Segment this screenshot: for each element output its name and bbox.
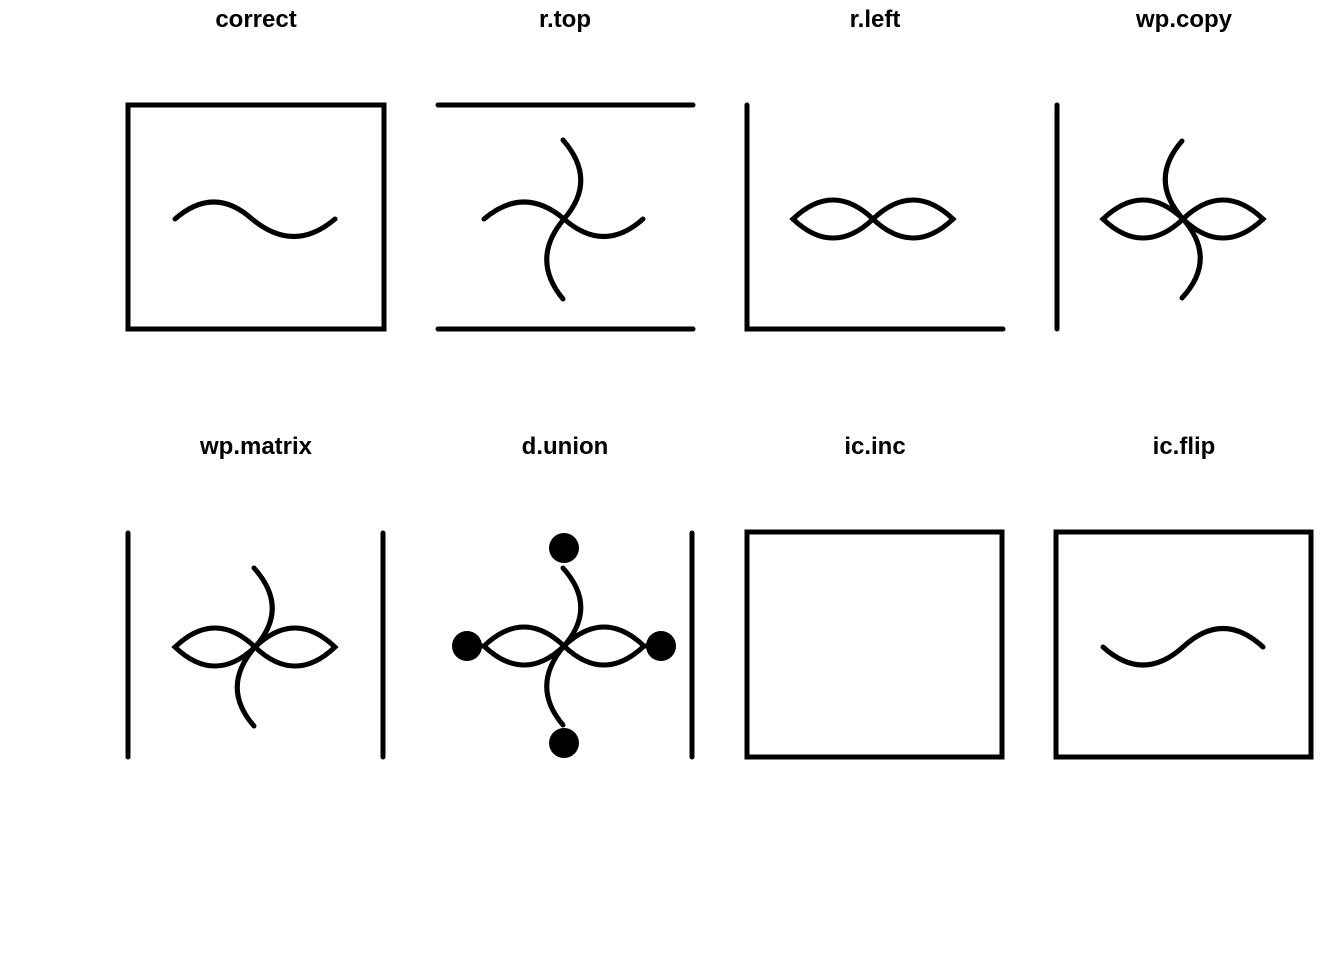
dot-left — [452, 631, 482, 661]
panel-title-ic-flip: ic.flip — [1152, 433, 1216, 460]
lens-left — [789, 197, 877, 241]
lens-right — [869, 197, 957, 241]
panel-d-union — [452, 530, 695, 760]
panel-title-wp-copy: wp.copy — [1135, 6, 1232, 33]
dot-bottom — [549, 728, 579, 758]
frame-box — [1053, 529, 1314, 760]
frame-box — [744, 529, 1005, 760]
dot-top — [549, 533, 579, 563]
panel-title-wp-matrix: wp.matrix — [199, 433, 313, 460]
panel-wp-copy — [1054, 102, 1267, 332]
dot-right — [646, 631, 676, 661]
panel-ic-inc — [744, 529, 1005, 760]
s-curve-vertical — [234, 565, 275, 729]
panel-correct — [125, 102, 387, 332]
s-curve — [172, 199, 338, 239]
panel-title-r-left: r.left — [849, 6, 901, 33]
lens-right — [251, 625, 339, 669]
panel-r-top — [435, 102, 696, 332]
panel-wp-matrix — [125, 530, 386, 760]
frame-left-bottom — [744, 102, 1006, 332]
s-curve-vertical — [544, 137, 584, 302]
panel-ic-flip — [1053, 529, 1314, 760]
s-curve-flipped — [1100, 626, 1266, 668]
s-curve-vertical — [1162, 138, 1203, 301]
s-curve-vertical — [544, 565, 584, 728]
frame-box — [125, 102, 387, 332]
lens-right — [1179, 197, 1267, 241]
panel-title-r-top: r.top — [539, 6, 591, 33]
panel-title-d-union: d.union — [521, 433, 609, 460]
panel-title-ic-inc: ic.inc — [844, 433, 906, 460]
panel-r-left — [744, 102, 1006, 332]
panel-title-correct: correct — [215, 6, 297, 33]
